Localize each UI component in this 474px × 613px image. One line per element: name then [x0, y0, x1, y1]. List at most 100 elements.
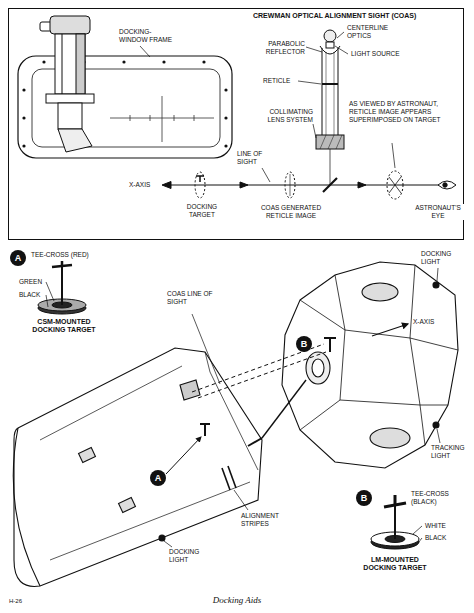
leader-line — [437, 429, 440, 443]
part-label: CENTERLINE OPTICS — [346, 24, 398, 40]
docking-window — [18, 56, 232, 158]
lunar-module — [300, 330, 345, 430]
lunar-module — [370, 428, 410, 448]
lunar-module — [362, 283, 398, 301]
x-axis-arrow — [372, 324, 408, 336]
part-label: X-AXIS — [412, 318, 435, 326]
coas-optics — [322, 83, 338, 85]
leader-line — [234, 490, 248, 510]
window-bolt — [224, 144, 227, 147]
command-module — [204, 424, 206, 436]
coas-device — [58, 103, 82, 129]
leader-line — [437, 268, 438, 281]
part-label: DOCKING LIGHT — [168, 548, 208, 564]
csm-target — [38, 261, 86, 314]
coas-optics — [316, 135, 344, 149]
line-of-sight — [387, 171, 403, 199]
command-module — [50, 482, 250, 560]
lunar-module — [410, 265, 415, 338]
window-bolt — [224, 88, 227, 91]
command-module — [222, 466, 236, 490]
command-module — [222, 468, 230, 490]
callout-letter: A — [10, 250, 26, 266]
line-of-sight — [389, 177, 401, 193]
command-module — [13, 428, 40, 586]
lunar-module — [433, 282, 439, 288]
line-of-sight — [240, 182, 248, 188]
window-reticle — [174, 115, 175, 121]
coas-optics — [322, 48, 323, 135]
line-of-sight — [438, 181, 456, 189]
part-label: ALIGNMENT STRIPES — [240, 512, 286, 528]
lunar-module — [324, 337, 336, 339]
coas-optics — [338, 48, 339, 135]
window-bolt — [22, 88, 25, 91]
part-label: COAS GENERATED RETICLE IMAGE — [254, 204, 328, 220]
coas-optics — [326, 52, 327, 135]
line-of-sight — [162, 171, 456, 199]
command-module — [119, 498, 136, 513]
coas-device — [58, 129, 92, 152]
coas-optics — [326, 42, 334, 48]
lunar-module — [420, 405, 448, 406]
part-label: LINE OF SIGHT — [236, 150, 280, 166]
coas-device — [62, 34, 63, 94]
command-module — [228, 466, 236, 488]
command-module — [248, 438, 262, 446]
lunar-module — [306, 352, 330, 384]
command-module — [200, 423, 210, 425]
part-label: ASTRONAUT'S EYE — [412, 204, 464, 220]
lm-target — [394, 495, 397, 505]
part-label: BLACK — [424, 534, 447, 542]
lunar-module — [433, 422, 439, 428]
window-bolt — [42, 60, 45, 63]
leader-line — [418, 538, 422, 543]
leader-line — [413, 526, 422, 543]
coas-device — [55, 34, 85, 94]
lunar-module — [410, 338, 458, 350]
command-module — [159, 535, 165, 541]
command-module — [79, 448, 96, 463]
csm-target — [61, 266, 63, 305]
command-module — [210, 372, 258, 470]
part-label: PARABOLIC REFLECTOR — [246, 40, 306, 56]
part-label: TEE-CROSS (RED) — [30, 251, 90, 259]
part-label: DOCKING LIGHT — [420, 250, 466, 266]
callout-arrow — [166, 437, 201, 474]
coas-optics — [324, 30, 336, 42]
leader-line — [164, 541, 172, 547]
coas-optics — [316, 30, 344, 192]
leader-line — [392, 143, 395, 168]
callout-letter-text: B — [301, 339, 308, 349]
window-reticle — [130, 115, 131, 121]
part-label: AS VIEWED BY ASTRONAUT, RETICLE IMAGE AP… — [348, 100, 442, 123]
part-label: LM-MOUNTED DOCKING TARGET — [356, 556, 434, 573]
callout-letter-text: B — [361, 493, 368, 503]
command-module — [14, 348, 262, 586]
command-module — [13, 348, 262, 586]
leader-line — [46, 295, 48, 307]
command-module — [205, 352, 210, 372]
command-module — [40, 366, 182, 440]
line-of-sight — [162, 182, 171, 189]
figure-caption: Docking Aids — [0, 595, 474, 605]
window-bolt — [22, 60, 227, 147]
inset-heading: CREWMAN OPTICAL ALIGNMENT SIGHT (COAS) — [251, 12, 418, 20]
leader-line — [192, 314, 220, 384]
coas-device — [46, 94, 94, 103]
window-reticle — [150, 115, 151, 121]
callout-letter: B — [356, 490, 372, 506]
lunar-module — [300, 275, 345, 330]
window-reticle — [162, 96, 163, 142]
lunar-module — [420, 405, 425, 445]
line-of-sight — [290, 174, 291, 196]
leader-line — [46, 282, 54, 301]
leader-line — [46, 282, 54, 307]
coas-line-of-sight — [262, 380, 306, 438]
lm-target — [394, 505, 396, 539]
leader-line — [313, 124, 316, 138]
line-of-sight — [285, 172, 295, 198]
line-of-sight — [195, 172, 205, 198]
